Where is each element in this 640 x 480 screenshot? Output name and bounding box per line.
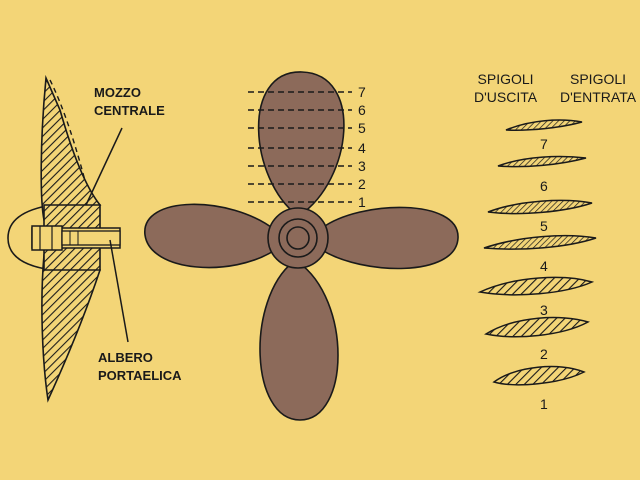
shaft-label-line1: ALBERO (98, 350, 153, 365)
leading-edge-header-line2: D'ENTRATA (560, 89, 637, 105)
profile-number: 5 (540, 218, 548, 234)
profile-number: 3 (540, 302, 548, 318)
trailing-edge-header-line2: D'USCITA (474, 89, 538, 105)
blade-left (144, 203, 276, 269)
leading-edge-header-line1: SPIGOLI (570, 71, 627, 87)
profile-1 (492, 365, 586, 386)
profile-number: 7 (540, 136, 548, 152)
profile-4 (483, 234, 597, 250)
section-number: 1 (358, 194, 366, 210)
profile-number: 2 (540, 346, 548, 362)
section-number: 3 (358, 158, 366, 174)
hub-bore (286, 226, 310, 250)
blade-side-section-lower (41, 253, 102, 403)
propeller-shaft (61, 230, 121, 246)
section-number: 4 (358, 140, 366, 156)
trailing-edge-header: SPIGOLI D'USCITA (474, 70, 537, 106)
section-profiles (477, 119, 597, 386)
profile-3 (477, 276, 595, 296)
profile-6 (497, 155, 587, 168)
hub-leader-line (85, 127, 123, 206)
trailing-edge-header-line1: SPIGOLI (477, 71, 534, 87)
section-number: 6 (358, 102, 366, 118)
hub-label-line2: CENTRALE (94, 103, 165, 118)
section-number: 7 (358, 84, 366, 100)
shaft-label: ALBERO PORTAELICA (98, 349, 182, 385)
side-view (7, 74, 129, 403)
blade-side-section (40, 74, 102, 221)
hub-label: MOZZO CENTRALE (94, 84, 165, 120)
profile-7 (505, 119, 583, 131)
shaft-label-line2: PORTAELICA (98, 368, 182, 383)
section-lines (248, 91, 352, 203)
profile-number: 6 (540, 178, 548, 194)
hub-nose-cone (7, 204, 53, 271)
leading-edge-header: SPIGOLI D'ENTRATA (560, 70, 636, 106)
section-number: 5 (358, 120, 366, 136)
profile-number: 1 (540, 396, 548, 412)
blade-bottom (259, 261, 339, 421)
hub-nut (31, 225, 63, 251)
profile-number: 4 (540, 258, 548, 274)
blade-right (321, 206, 459, 270)
section-number: 2 (358, 176, 366, 192)
shaft-leader-line (109, 239, 129, 343)
blade-top (257, 71, 345, 216)
profile-5 (487, 199, 593, 215)
profile-2 (484, 316, 590, 338)
hub-label-line1: MOZZO (94, 85, 141, 100)
front-view (144, 71, 459, 421)
